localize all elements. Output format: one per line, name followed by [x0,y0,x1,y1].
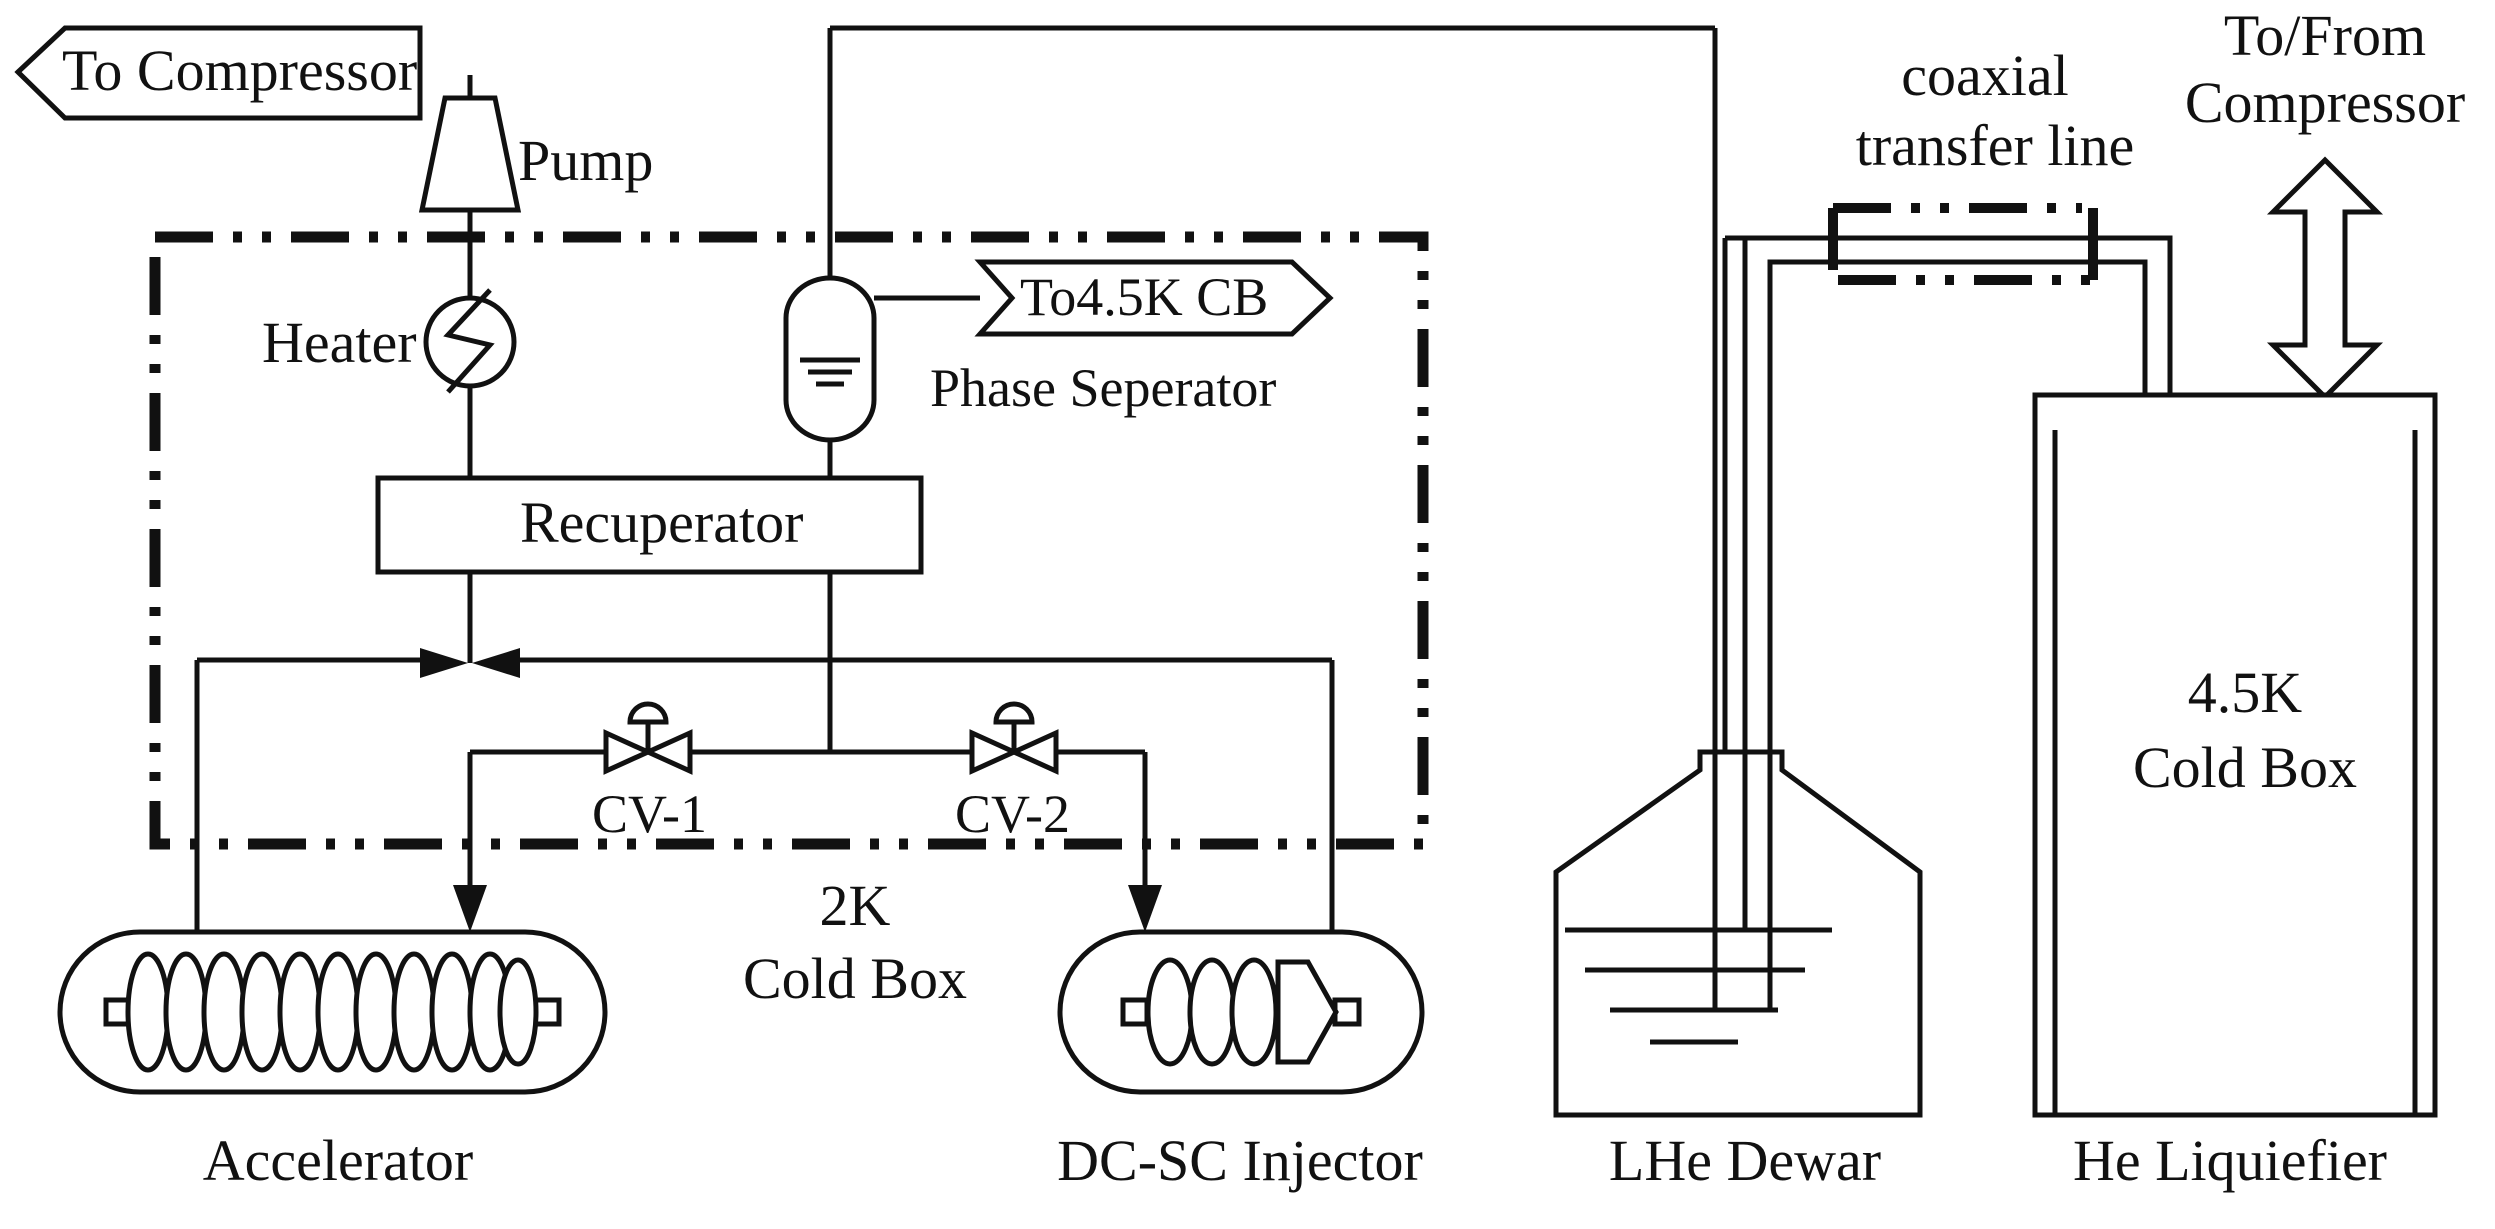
injector-flange-right [1332,997,1362,1027]
phase-separator-label: Phase Seperator [930,358,1276,418]
coaxial-label-line2: transfer line [1856,113,2135,178]
to-compressor-arrow [14,25,423,121]
control-valve-cv2-icon [969,701,1059,775]
control-valve-cv1-icon [603,701,693,775]
coaxial-label-line1: coaxial [1901,43,2068,108]
to-4-5k-cb-label: To4.5K CB [1020,267,1268,327]
cold-box-2k-boundary [149,231,1429,850]
mixing-junction-right [472,648,520,678]
cv1-label: CV-1 [592,784,707,844]
to-4-5k-cb-arrow [974,259,1334,337]
lhe-dewar-vessel [1553,749,1923,1118]
to-compressor-label: To Compressor [62,38,417,103]
heater-label: Heater [262,310,417,375]
cold-box-4-5k-label-line1: 4.5K [2188,660,2303,725]
cold-box-2k-label-line2: Cold Box [743,946,967,1011]
he-liquefier-vessel [2032,392,2438,1118]
accelerator-supply-arrow [453,885,487,932]
injector-supply-arrow [1128,885,1162,932]
cv2-label: CV-2 [955,784,1070,844]
cold-box-4-5k-label-line2: Cold Box [2133,735,2357,800]
heater-coil [443,288,495,394]
accelerator-cavity-cells-icon [125,951,539,1073]
accelerator-label: Accelerator [203,1128,473,1193]
recuperator-box [375,475,924,575]
cold-box-2k-label-line1: 2K [820,873,891,938]
injector-cavity-cells-icon [1145,957,1339,1067]
injector-flange-left [1120,997,1150,1027]
recuperator-label: Recuperator [520,490,803,555]
he-liquefier-label: He Liquiefier [2073,1128,2387,1193]
lhe-dewar-label: LHe Dewar [1609,1128,1881,1193]
accelerator-flange-right [532,997,562,1027]
pump-symbol [418,95,522,213]
to-from-label-line2: Compressor [2185,70,2465,135]
to-from-compressor-arrow [2266,156,2384,401]
mixing-junction-left [420,648,468,678]
pump-label: Pump [518,128,653,193]
dc-sc-injector-label: DC-SC Injector [1057,1128,1423,1193]
to-from-label-line1: To/From [2224,3,2426,68]
